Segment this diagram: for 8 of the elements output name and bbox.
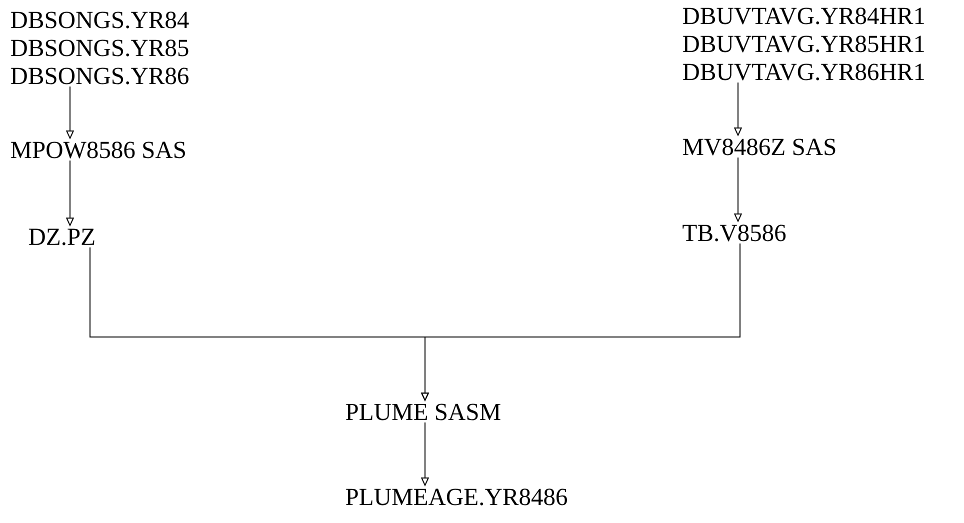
- dataset-label: DBSONGS.YR84 DBSONGS.YR85 DBSONGS.YR86: [10, 12, 189, 84]
- dataset-label: MPOW8586 SAS: [10, 142, 185, 158]
- dataset-label: PLUME SASM: [346, 404, 500, 420]
- dataset-label: DZ.PZ: [28, 228, 94, 246]
- dataset-label: MV8486Z SAS: [682, 138, 836, 156]
- dataset-label: PLUMEAGE.YR8486: [346, 488, 567, 506]
- dataset-label: DBUVTAVG.YR84HR1 DBUVTAVG.YR85HR1 DBUVTAVG.YR86HR1: [682, 8, 924, 80]
- dataset-label: TB.V8586: [682, 224, 786, 242]
